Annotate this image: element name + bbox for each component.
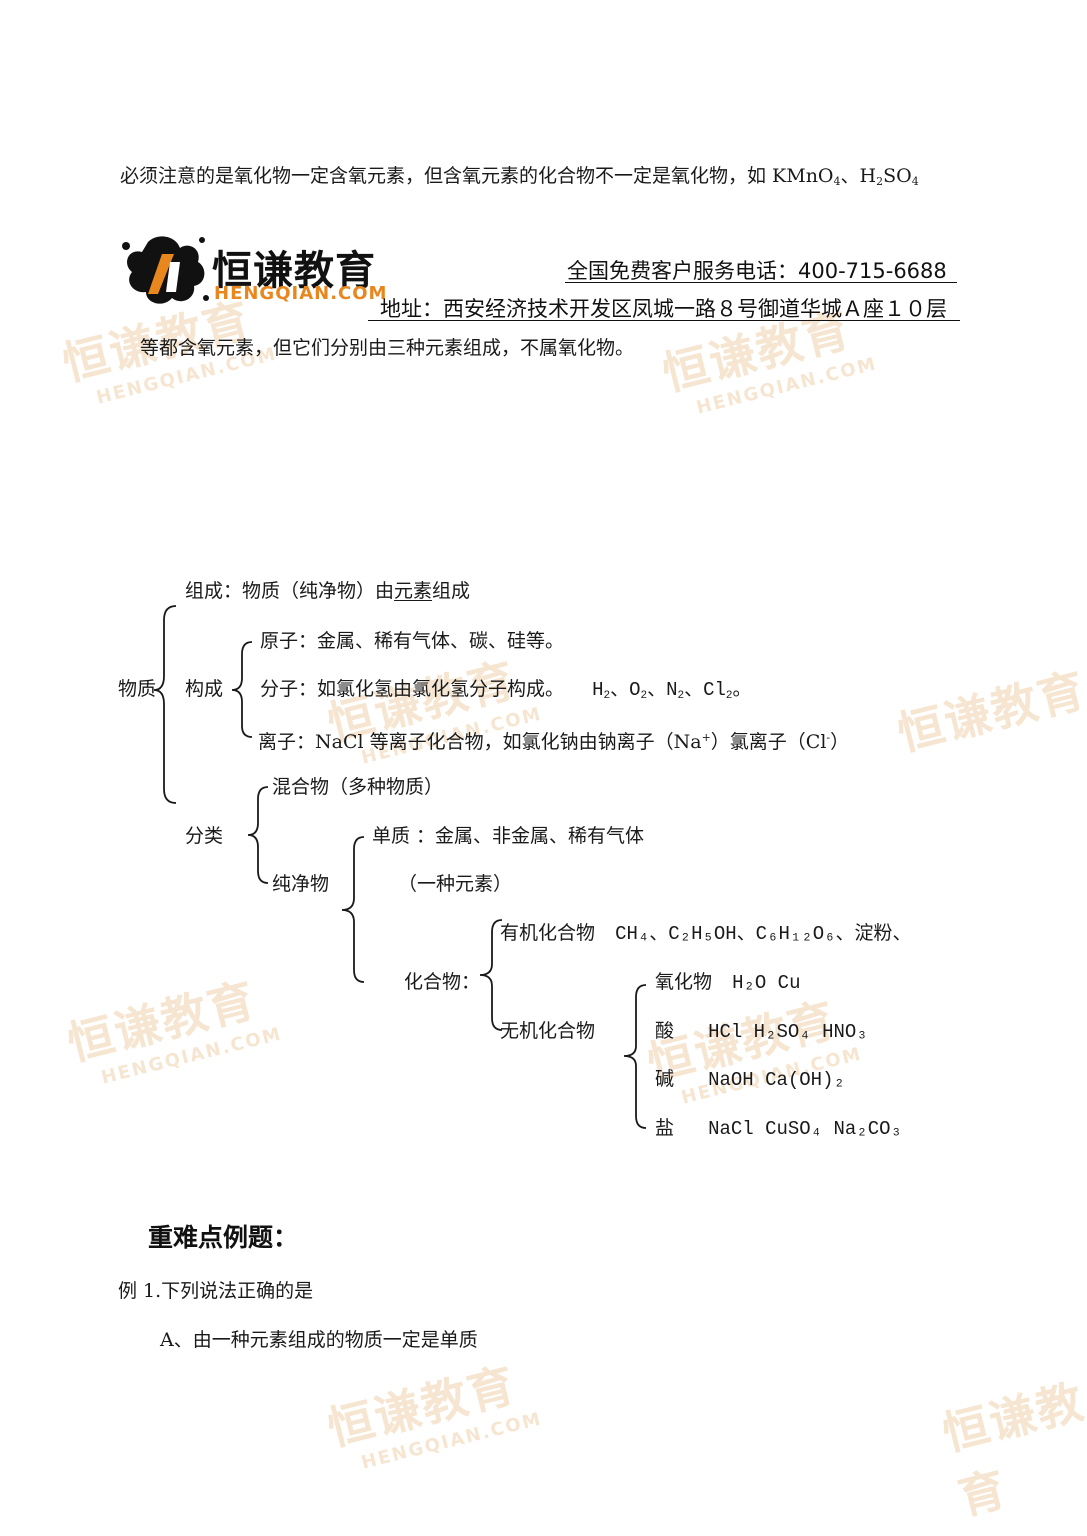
compound-label: 化合物 xyxy=(404,971,462,993)
brand-logo xyxy=(118,232,210,310)
address: 地址：西安经济技术开发区凤城一路８号御道华城Ａ座１０层 xyxy=(380,297,947,321)
base-line: 碱 NaOH Ca(OH)₂ xyxy=(655,1068,845,1091)
pure-substance-label: 纯净物 xyxy=(272,873,330,895)
acid-line: 酸 HCl H₂SO₄ HNO₃ xyxy=(655,1020,868,1043)
header-rule xyxy=(368,320,960,321)
brand-name: 恒谦教育 xyxy=(212,248,376,294)
splash-logo-icon xyxy=(122,236,209,304)
compound-colon: ： xyxy=(461,971,481,993)
composition-line: 组成：物质（纯净物）由元素组成 xyxy=(185,580,471,602)
inorganic-line: 无机化合物 xyxy=(500,1020,596,1042)
question-1-option-a: A、由一种元素组成的物质一定是单质 xyxy=(160,1329,478,1351)
header-rule xyxy=(565,282,957,283)
note-line-2: 等都含氧元素，但它们分别由三种元素组成，不属氧化物。 xyxy=(140,337,635,359)
element-substance-line: 单质 ：金属、非金属、稀有气体 xyxy=(372,825,645,847)
one-element-note: （一种元素） xyxy=(398,873,513,895)
question-1: 例 1.下列说法正确的是 xyxy=(118,1280,314,1302)
structure-label: 构成 xyxy=(185,678,224,700)
classification-label: 分类 xyxy=(185,825,224,847)
organic-line: 有机化合物 CH₄、C₂H₅OH、C₆H₁₂O₆、淀粉、 xyxy=(500,922,912,945)
ion-line: 离子：NaCl 等离子化合物，如氯化钠由钠离子（Na+）氯离子（Cl-） xyxy=(258,731,850,753)
molecule-line: 分子：如氯化氢由氯化氢分子构成。 H2、O2、N2、Cl2。 xyxy=(260,678,752,702)
brand-domain: HENGQIAN.COM xyxy=(214,283,388,304)
salt-line: 盐 NaCl CuSO₄ Na₂CO₃ xyxy=(655,1117,902,1140)
root-substance: 物质 xyxy=(118,678,157,700)
oxide-line: 氧化物 H₂O Cu xyxy=(655,971,801,994)
section-title: 重难点例题： xyxy=(148,1223,299,1252)
mixture-line: 混合物（多种物质） xyxy=(272,776,444,798)
hotline: 全国免费客户服务电话：400-715-6688 xyxy=(567,259,947,283)
note-line-1: 必须注意的是氧化物一定含氧元素，但含氧元素的化合物不一定是氧化物，如 KMnO4… xyxy=(120,165,919,188)
atom-line: 原子：金属、稀有气体、碳、硅等。 xyxy=(260,630,565,652)
